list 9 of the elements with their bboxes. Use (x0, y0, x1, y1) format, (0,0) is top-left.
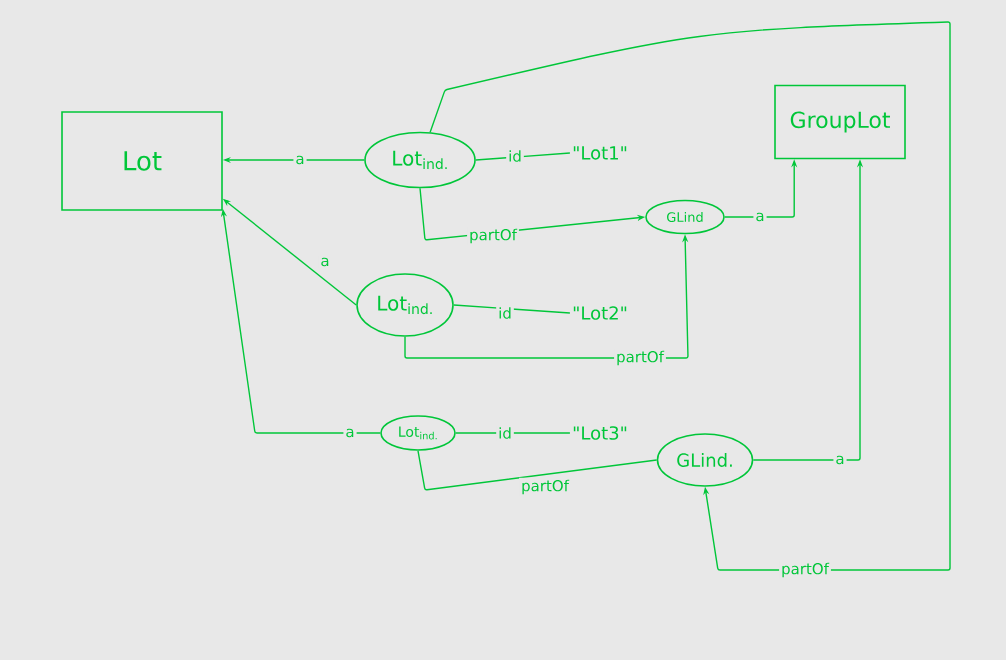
arrow (429, 21, 951, 571)
literal-text: "Lot2" (573, 306, 627, 320)
literal-text: "Lot1" (573, 146, 627, 160)
literal-text: "Lot3" (573, 426, 627, 440)
edge-label: id (496, 305, 514, 321)
edge-label: id (506, 148, 524, 164)
class-box: GroupLot (774, 84, 906, 160)
edge-label: id (496, 425, 514, 441)
class-box: Lot (61, 111, 223, 211)
